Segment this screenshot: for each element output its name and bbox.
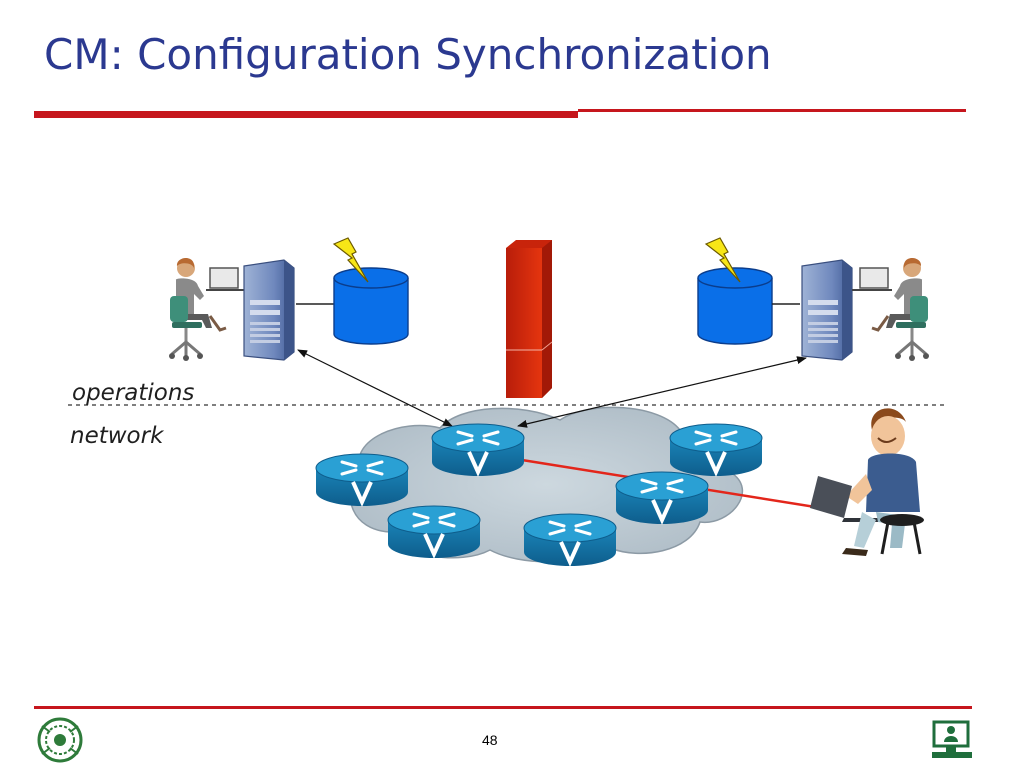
footer-rule xyxy=(34,706,972,709)
server-right-icon xyxy=(801,259,853,361)
sync-arrow-left xyxy=(297,349,453,427)
operator-left-icon xyxy=(169,258,246,361)
computer-user-logo-icon xyxy=(932,720,972,758)
title-underline-thick xyxy=(34,111,578,118)
router-icon xyxy=(669,423,763,477)
sync-arrow-right xyxy=(517,356,807,428)
router-icon xyxy=(615,471,709,525)
server-left-icon xyxy=(243,259,295,361)
slide-title: CM: Configuration Synchronization xyxy=(44,30,772,79)
lightning-left-icon xyxy=(332,237,369,283)
database-right-icon xyxy=(697,267,773,345)
operator-right-icon xyxy=(852,258,929,361)
network-diagram: operations network xyxy=(68,237,944,567)
router-icon xyxy=(315,453,409,507)
university-seal-icon xyxy=(37,717,83,763)
page-number: 48 xyxy=(482,732,498,748)
firewall-icon xyxy=(506,240,553,398)
router-icon xyxy=(387,505,481,559)
router-icon xyxy=(431,423,525,477)
operations-label: operations xyxy=(72,380,194,406)
database-left-icon xyxy=(333,267,409,345)
admin-with-laptop-icon xyxy=(810,408,924,556)
title-underline-thin xyxy=(578,109,966,112)
network-label: network xyxy=(70,423,165,449)
lightning-right-icon xyxy=(704,237,741,283)
router-icon xyxy=(523,513,617,567)
